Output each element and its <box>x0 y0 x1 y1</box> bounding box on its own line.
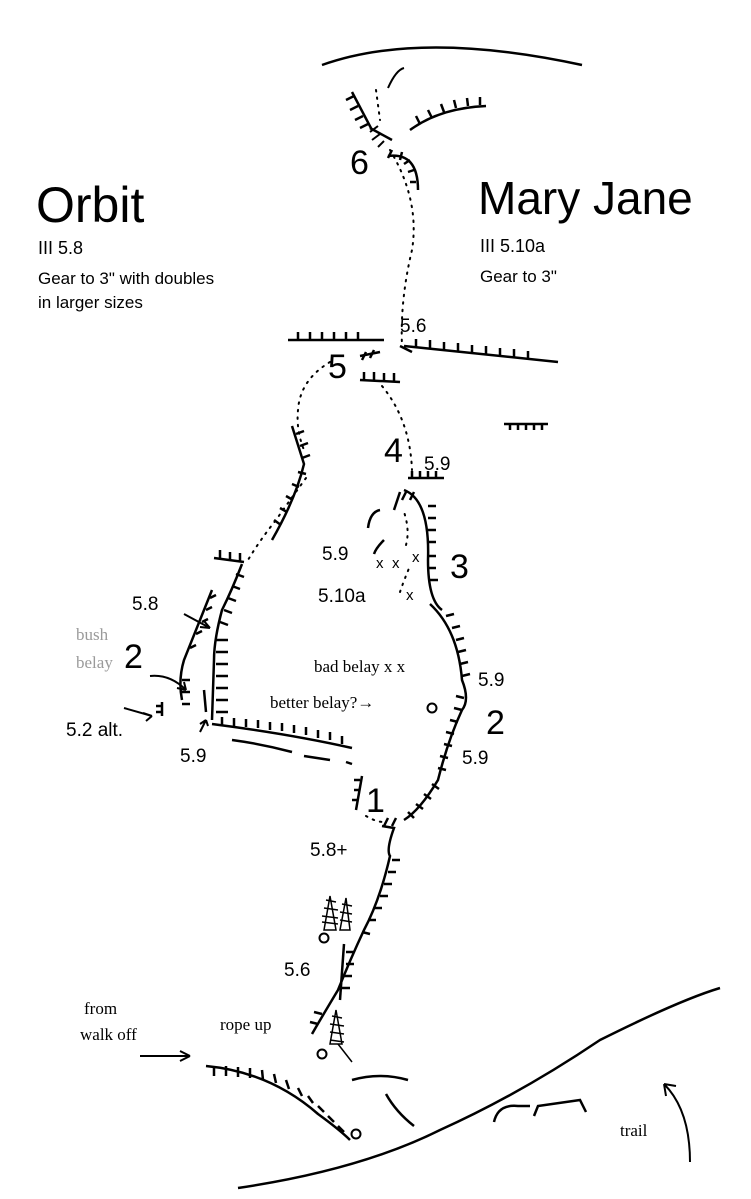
orbit-traverse-ledge <box>211 717 364 811</box>
walk-off-label: walk off <box>80 1025 137 1044</box>
grade-5-9-p4: 5.9 <box>424 454 450 475</box>
orbit-upper-dihedral <box>213 425 311 564</box>
pitch-number-3: 3 <box>450 548 469 586</box>
rope-up-label: rope up <box>220 1015 271 1034</box>
grade-5-6-low: 5.6 <box>284 960 310 981</box>
grade-5-2-alt: 5.2 alt. <box>66 720 123 741</box>
orbit-title: Orbit <box>36 177 144 233</box>
walk-off-arrow <box>140 1050 191 1062</box>
bolt-mark: x <box>406 587 414 604</box>
p1-dotted <box>365 815 385 823</box>
orbit-pitch2-wall <box>156 563 245 721</box>
orbit-gear-line2: in larger sizes <box>38 293 143 312</box>
grade-5-9-orbit: 5.9 <box>180 746 206 767</box>
lower-wall <box>309 817 400 1035</box>
belay-circle <box>426 702 438 714</box>
tree-icon <box>329 1009 353 1063</box>
mj-pitch2-wall <box>403 603 471 822</box>
belay-label: belay <box>76 653 113 672</box>
orbit-gear-line1: Gear to 3" with doubles <box>38 269 214 288</box>
pitch-number-5: 5 <box>328 348 347 386</box>
bolt-mark: x <box>376 555 384 572</box>
grade-5-9-mj-b: 5.9 <box>462 748 488 769</box>
pitch-number-1: 1 <box>366 782 385 820</box>
mj-p5-to-p4-dotted <box>381 385 413 471</box>
bad-belay-label: bad belay x x <box>314 657 406 676</box>
orbit-arrows <box>123 613 211 733</box>
better-belay-label: better belay?→ <box>270 693 374 712</box>
orbit-upper-dotted <box>247 361 331 561</box>
pitch-number-2-mary-jane: 2 <box>486 704 505 742</box>
belay-circle <box>318 932 330 944</box>
mary-jane-gear: Gear to 3" <box>480 267 557 286</box>
belay-circle <box>350 1128 362 1140</box>
grade-5-8-orbit: 5.8 <box>132 594 158 615</box>
trail-label: trail <box>620 1121 648 1140</box>
grade-5-8-plus: 5.8+ <box>310 840 348 861</box>
pitch-number-2-orbit: 2 <box>124 638 143 676</box>
bolt-mark: x <box>392 555 400 572</box>
mj-pitch3-wall <box>366 488 443 612</box>
bolt-mark: x <box>412 549 420 566</box>
grade-5-9-p3: 5.9 <box>322 544 348 565</box>
trail-arrow <box>663 1083 691 1163</box>
grade-5-9-mj-a: 5.9 <box>478 670 504 691</box>
from-label: from <box>84 999 117 1018</box>
summit-squiggle <box>387 67 405 89</box>
pitch6-belay-marks <box>369 125 385 148</box>
mary-jane-title: Mary Jane <box>478 172 693 224</box>
tree-icon <box>321 895 353 931</box>
belay-circle <box>316 1048 328 1060</box>
pitch-number-6: 6 <box>350 144 369 182</box>
pitch4-ledge <box>408 471 444 480</box>
pitch-number-4: 4 <box>384 432 403 470</box>
bush-label: bush <box>76 625 109 644</box>
pitch5-ledge <box>288 332 559 430</box>
mary-jane-grade: III 5.10a <box>480 236 546 256</box>
grade-5-6-top: 5.6 <box>400 316 426 337</box>
grade-5-10a: 5.10a <box>318 586 366 607</box>
mj-route-dotted <box>399 511 411 593</box>
summit-ridge-line <box>321 46 583 67</box>
base-terrain <box>205 986 721 1190</box>
upper-route-dotted <box>375 89 415 347</box>
pitch6-rock-edges <box>345 91 487 191</box>
orbit-grade: III 5.8 <box>38 238 83 258</box>
